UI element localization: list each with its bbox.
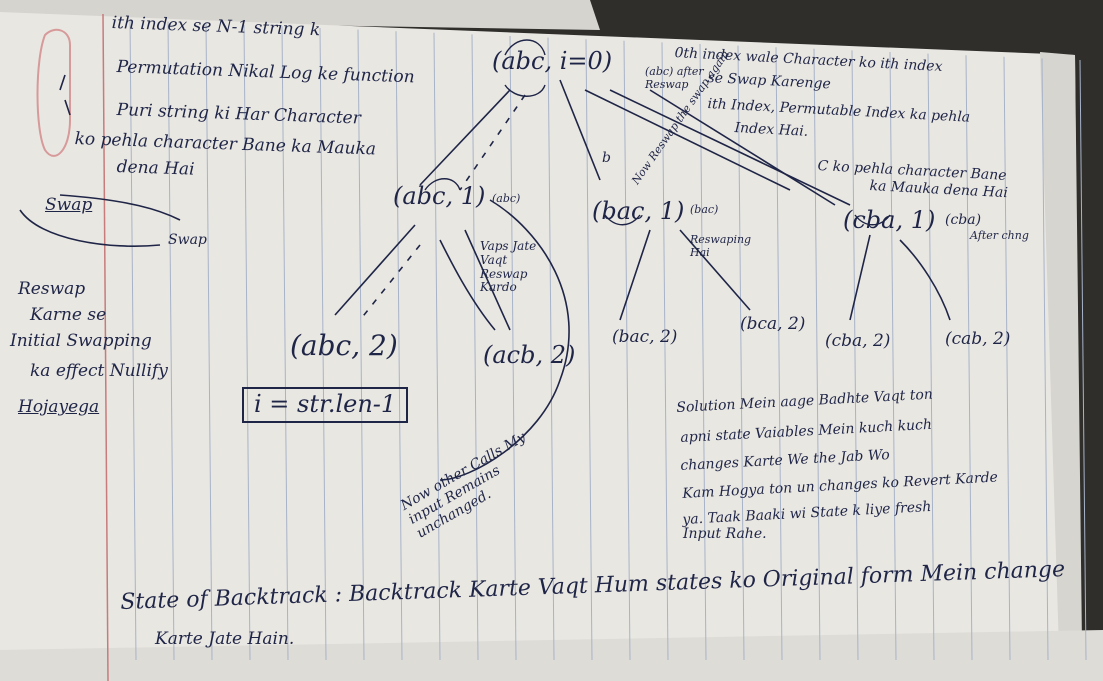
rule-line bbox=[813, 48, 821, 661]
rule-line bbox=[509, 35, 517, 661]
note-left-line-5: dena Hai bbox=[116, 157, 195, 180]
lower-sheet bbox=[0, 630, 1103, 681]
reswap-note-1: Reswap bbox=[18, 279, 86, 299]
rule-line bbox=[585, 39, 593, 661]
b-label: b bbox=[602, 150, 611, 166]
level1-tag-bac: (bac) bbox=[690, 203, 719, 216]
rule-line bbox=[243, 24, 251, 661]
level1-node-abc: (abc, 1) bbox=[393, 182, 486, 210]
after-reswap-tag: (abc) after Reswap bbox=[645, 65, 704, 91]
leaf-bca: (bca, 2) bbox=[740, 314, 806, 334]
root-node: (abc, i=0) bbox=[492, 47, 613, 75]
pencil-doodle bbox=[36, 28, 71, 157]
rule-line bbox=[775, 47, 783, 661]
rule-line bbox=[395, 31, 403, 661]
leaf-bac: (bac, 2) bbox=[612, 327, 678, 347]
reswaping-note: Reswaping Hai bbox=[690, 233, 752, 259]
rule-line bbox=[1003, 56, 1011, 661]
level1-node-bac: (bac, 1) bbox=[592, 197, 685, 225]
level1-tag-abc: (abc) bbox=[492, 192, 521, 205]
rule-line bbox=[889, 51, 897, 661]
reswap-note-5: Hojayega bbox=[18, 397, 100, 417]
swap-label-2: Swap bbox=[168, 232, 207, 248]
notebook-page bbox=[0, 12, 1103, 681]
rule-line bbox=[471, 34, 479, 661]
rule-line bbox=[433, 32, 441, 661]
backtrack-definition-2: Karte Jate Hain. bbox=[155, 629, 295, 649]
tree-edges bbox=[19, 74, 951, 481]
rule-line bbox=[965, 55, 973, 661]
rule-line bbox=[547, 37, 555, 661]
rule-line bbox=[319, 27, 327, 661]
after-chng-note: After chng bbox=[970, 229, 1029, 242]
rule-line bbox=[205, 23, 213, 661]
rule-line bbox=[737, 45, 745, 661]
rule-line bbox=[357, 29, 365, 661]
leaf-acb: (acb, 2) bbox=[483, 341, 576, 369]
level1-node-cba: (cba, 1) bbox=[843, 206, 936, 234]
reswap-note-3: Initial Swapping bbox=[10, 331, 152, 351]
ruled-lines bbox=[129, 19, 1087, 661]
rule-line bbox=[167, 21, 175, 661]
page-shadow bbox=[1040, 52, 1103, 681]
leaf-abc: (abc, 2) bbox=[290, 329, 398, 362]
rule-line bbox=[661, 42, 669, 661]
rule-line bbox=[927, 53, 935, 661]
reswap-note-2: Karne se bbox=[30, 305, 107, 325]
rule-line bbox=[623, 40, 631, 661]
margin-line bbox=[102, 13, 109, 681]
leaf-cab: (cab, 2) bbox=[945, 329, 1011, 349]
leaf-cba: (cba, 2) bbox=[825, 331, 891, 351]
solution-note-6: Input Rahe. bbox=[683, 526, 767, 542]
vaps-note: Vaps Jate Vaqt Reswap Kardo bbox=[480, 239, 537, 295]
swap-arcs bbox=[424, 39, 891, 226]
rule-line bbox=[1041, 58, 1049, 661]
rule-line bbox=[1079, 59, 1087, 661]
base-case-box: i = str.len-1 bbox=[242, 387, 409, 423]
rule-line bbox=[851, 50, 859, 661]
reswap-note-4: ka effect Nullify bbox=[30, 361, 168, 381]
rule-line bbox=[129, 19, 137, 661]
swap-label: Swap bbox=[45, 195, 93, 215]
level1-tag-cba: (cba) bbox=[945, 212, 982, 228]
rule-line bbox=[281, 26, 289, 661]
